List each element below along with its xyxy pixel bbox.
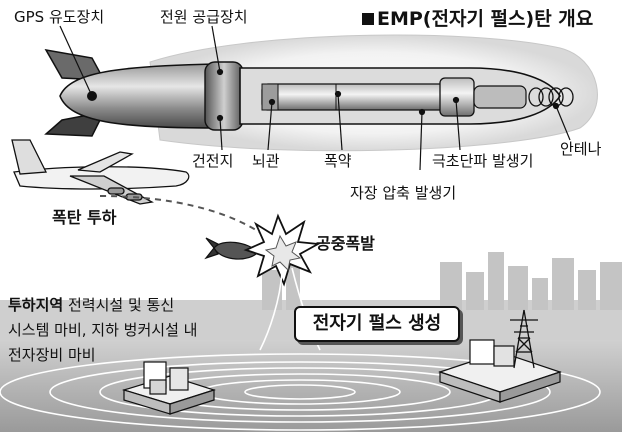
bomber-engine (107, 187, 125, 195)
power-supply-ring (204, 61, 244, 131)
title-bullet-icon (362, 13, 374, 25)
label-detonator: 뇌관 (252, 152, 280, 170)
drop-zone-line-3: 전자장비 마비 (8, 346, 96, 364)
drop-zone-heading: 투하지역 (8, 296, 64, 314)
transmission-tower (510, 309, 538, 369)
emp-bomb (44, 48, 574, 137)
drop-zone-text: 투하지역 전력시설 및 통신 시스템 마비, 지하 벙커시설 내 전자장비 마비 (0, 296, 296, 374)
label-bomb-drop: 폭탄 투하 (52, 208, 117, 227)
drop-zone-line-1-rest: 전력시설 및 통신 (67, 296, 175, 314)
label-magnetic-compression-generator: 자장 압축 발생기 (350, 184, 457, 202)
label-airburst: 공중폭발 (316, 234, 375, 253)
label-ultrashort-generator: 극초단파 발생기 (432, 152, 534, 170)
building-left (121, 361, 216, 415)
diagram-title: EMP(전자기 펄스)탄 개요 (377, 8, 594, 30)
detonator-block (261, 83, 279, 111)
explosion-burst (243, 213, 321, 287)
label-antenna: 안테나 (560, 140, 602, 158)
pulse-callout-box: 전자기 펄스 생성 (294, 306, 460, 342)
drop-zone-line-2: 시스템 마비, 지하 벙커시설 내 (8, 321, 198, 339)
drop-zone-line-1: 투하지역 전력시설 및 통신 (8, 298, 174, 313)
comm-tower-site (438, 309, 562, 403)
label-battery: 건전지 (192, 152, 234, 170)
inner-tube (261, 83, 453, 111)
bomber-wing (77, 151, 134, 173)
bomber-tail (11, 139, 48, 175)
ground-ripples (0, 340, 622, 432)
label-power-supply: 전원 공급장치 (160, 8, 248, 26)
bomber-aircraft (11, 139, 190, 205)
label-explosive: 폭약 (324, 152, 352, 170)
pulse-callout-text: 전자기 펄스 생성 (312, 313, 442, 334)
drop-trajectory (99, 195, 269, 239)
nose-cone-stub (473, 85, 527, 109)
label-gps-guidance: GPS 유도장치 (14, 8, 105, 26)
leader-lines (59, 25, 571, 171)
